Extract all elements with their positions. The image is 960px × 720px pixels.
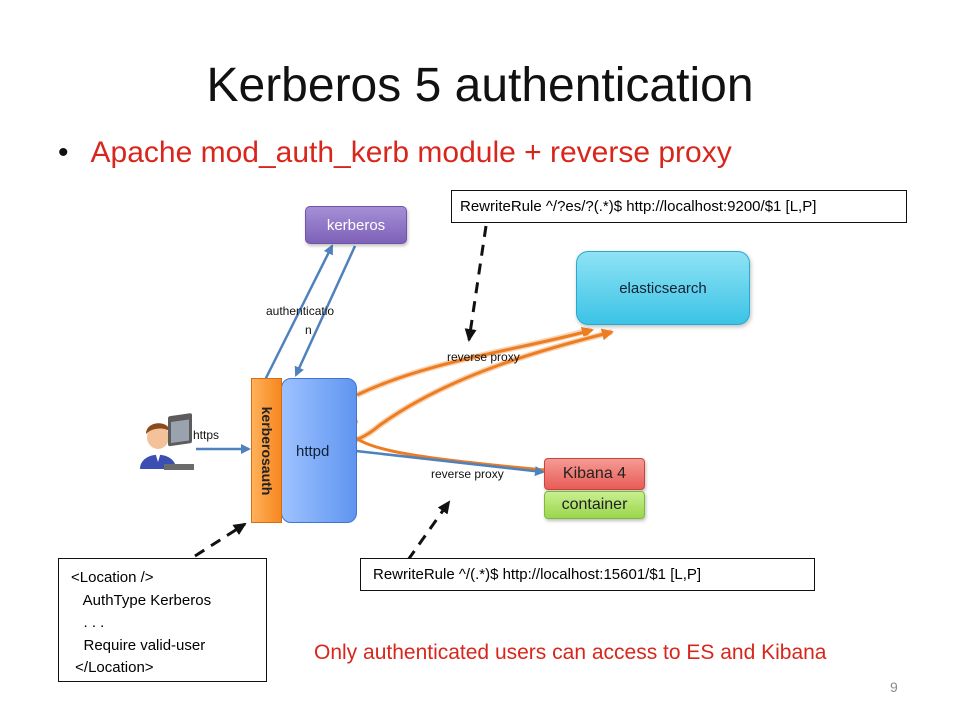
elasticsearch-node: elasticsearch: [576, 251, 750, 325]
authentication-label-line2: n: [305, 323, 312, 337]
kerberosauth-module: kerberosauth: [251, 378, 282, 523]
container-node: container: [544, 491, 645, 519]
user-at-computer-icon: [140, 413, 194, 470]
reverse-proxy-kibana-label: reverse proxy: [431, 467, 504, 481]
bullet-dot: •: [58, 136, 69, 169]
kibana-rule-pointer: [406, 500, 451, 561]
page-number: 9: [890, 679, 898, 695]
es-rule-pointer: [464, 225, 488, 342]
reverse-proxy-es-arrow-line: [356, 326, 594, 397]
arrow-to-kerberos: [263, 244, 334, 381]
location-pointer: [194, 522, 247, 558]
kerberos-node: kerberos: [305, 206, 407, 244]
reverse-proxy-kibana-arrow: [355, 449, 545, 477]
location-line-3: . . .: [71, 614, 105, 631]
reverse-proxy-es-arrow-2: [341, 329, 613, 445]
authentication-label-line1: authenticatio: [266, 304, 335, 318]
bullet-point: • Apache mod_auth_kerb module + reverse p…: [58, 136, 732, 170]
location-config-block: <Location /> AuthType Kerberos . . . Req…: [58, 558, 267, 682]
location-line-2: AuthType Kerberos: [71, 591, 212, 609]
location-line-5: </Location>: [71, 659, 154, 676]
reverse-proxy-es-label: reverse proxy: [447, 350, 520, 364]
es-rewrite-rule: RewriteRule ^/?es/?(.*)$ http://localhos…: [451, 190, 907, 223]
httpd-node: httpd: [281, 378, 357, 523]
access-note: Only authenticated users can access to E…: [314, 641, 827, 664]
https-label: https: [193, 428, 220, 442]
bullet-text: Apache mod_auth_kerb module + reverse pr…: [90, 136, 732, 169]
kibana-rewrite-rule: RewriteRule ^/(.*)$ http://localhost:156…: [360, 558, 815, 591]
kerberosauth-label: kerberosauth: [258, 406, 275, 495]
location-line-1: <Location />: [71, 569, 154, 586]
kibana-node: Kibana 4: [544, 458, 645, 490]
page-title: Kerberos 5 authentication: [206, 59, 754, 112]
location-line-4: Require valid-user: [71, 636, 206, 654]
reverse-proxy-kibana-arrow-orange: [346, 427, 546, 472]
httpd-label: httpd: [296, 443, 330, 460]
arrow-from-kerberos: [294, 245, 357, 377]
